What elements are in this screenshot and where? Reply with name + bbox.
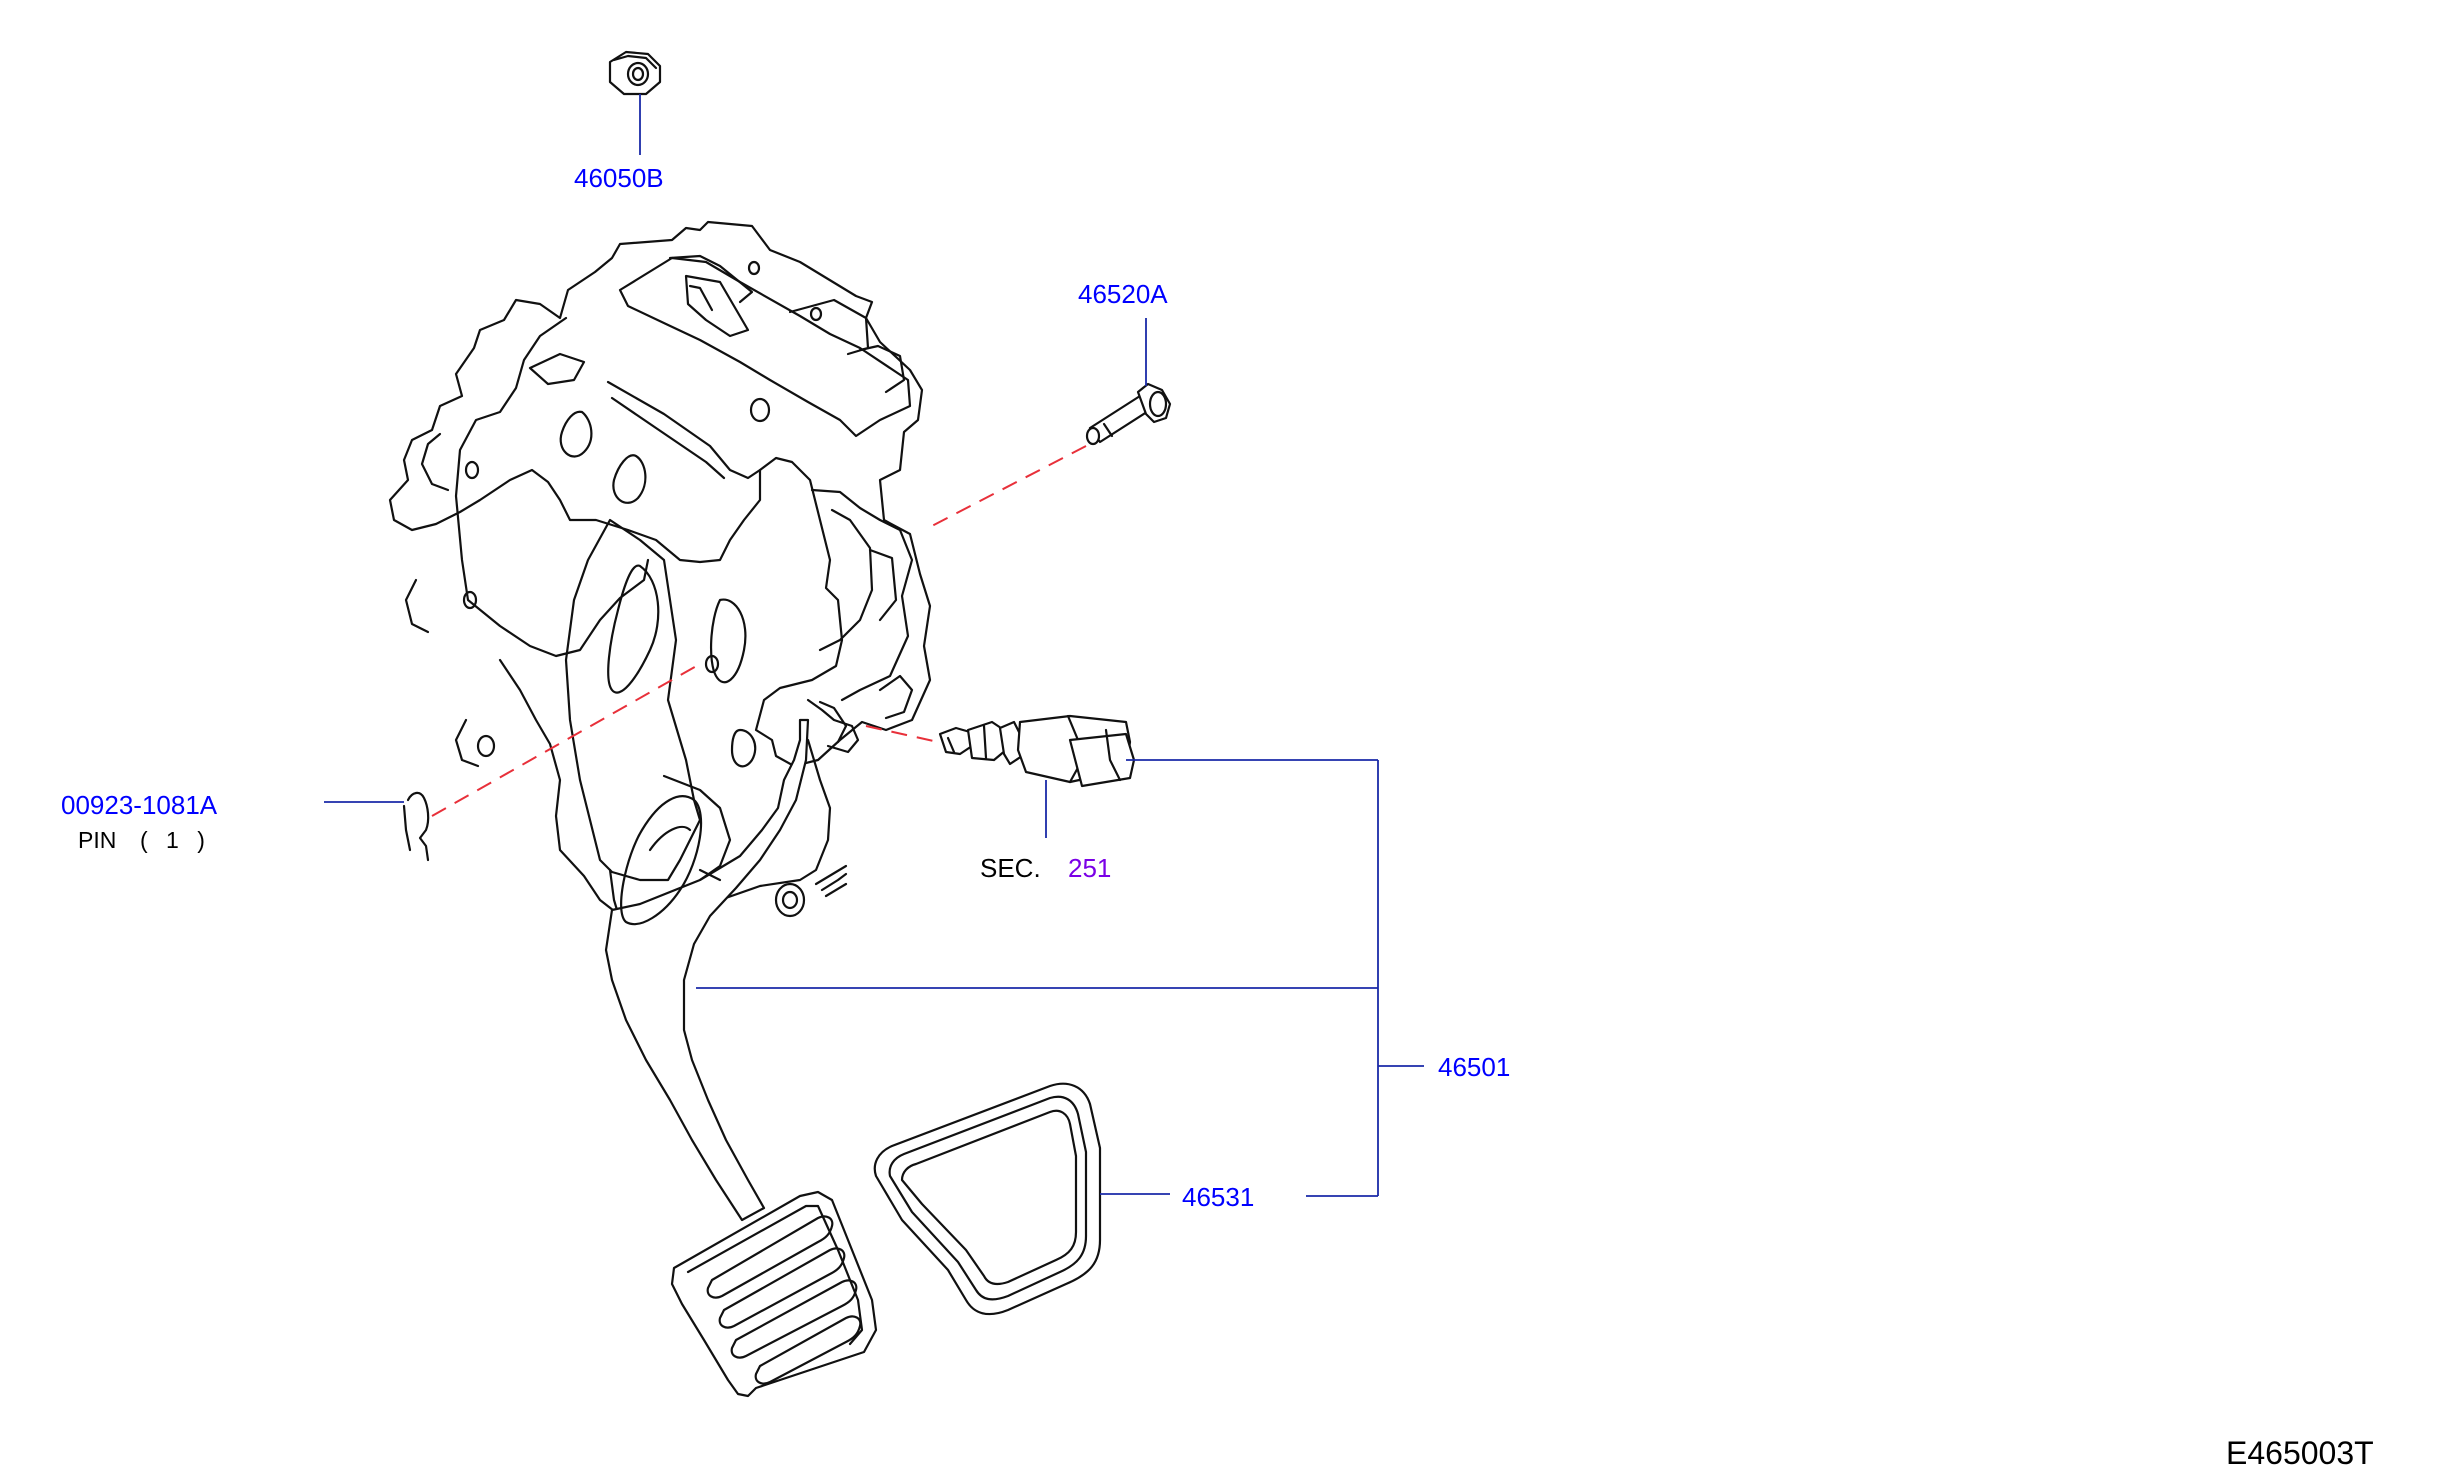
diagram-code: E465003T: [2226, 1435, 2374, 1471]
label-46520a[interactable]: 46520A: [1078, 279, 1168, 309]
label-46050b[interactable]: 46050B: [574, 163, 664, 193]
pedal-pad-46531-drawing: [873, 1082, 1102, 1316]
nut-46050b-drawing: [608, 50, 662, 96]
label-00923-1081a[interactable]: 00923-1081A: [61, 790, 218, 820]
dash-bolt: [927, 445, 1087, 529]
pedal-bracket-drawing: [388, 220, 932, 1398]
label-46501[interactable]: 46501: [1438, 1052, 1510, 1082]
dash-pin: [431, 663, 701, 817]
label-46531[interactable]: 46531: [1182, 1182, 1254, 1212]
switch-drawing: [938, 714, 1136, 788]
pin-drawing: [402, 791, 430, 862]
bolt-46520a-drawing: [1085, 382, 1172, 446]
bracket-46501: [696, 759, 1424, 1197]
label-pin-qty: ( 1 ): [140, 827, 211, 853]
label-pin-name: PIN: [78, 827, 116, 853]
label-sec-prefix: SEC.: [980, 853, 1041, 883]
label-sec-251[interactable]: 251: [1068, 853, 1111, 883]
dash-switch: [865, 725, 939, 743]
